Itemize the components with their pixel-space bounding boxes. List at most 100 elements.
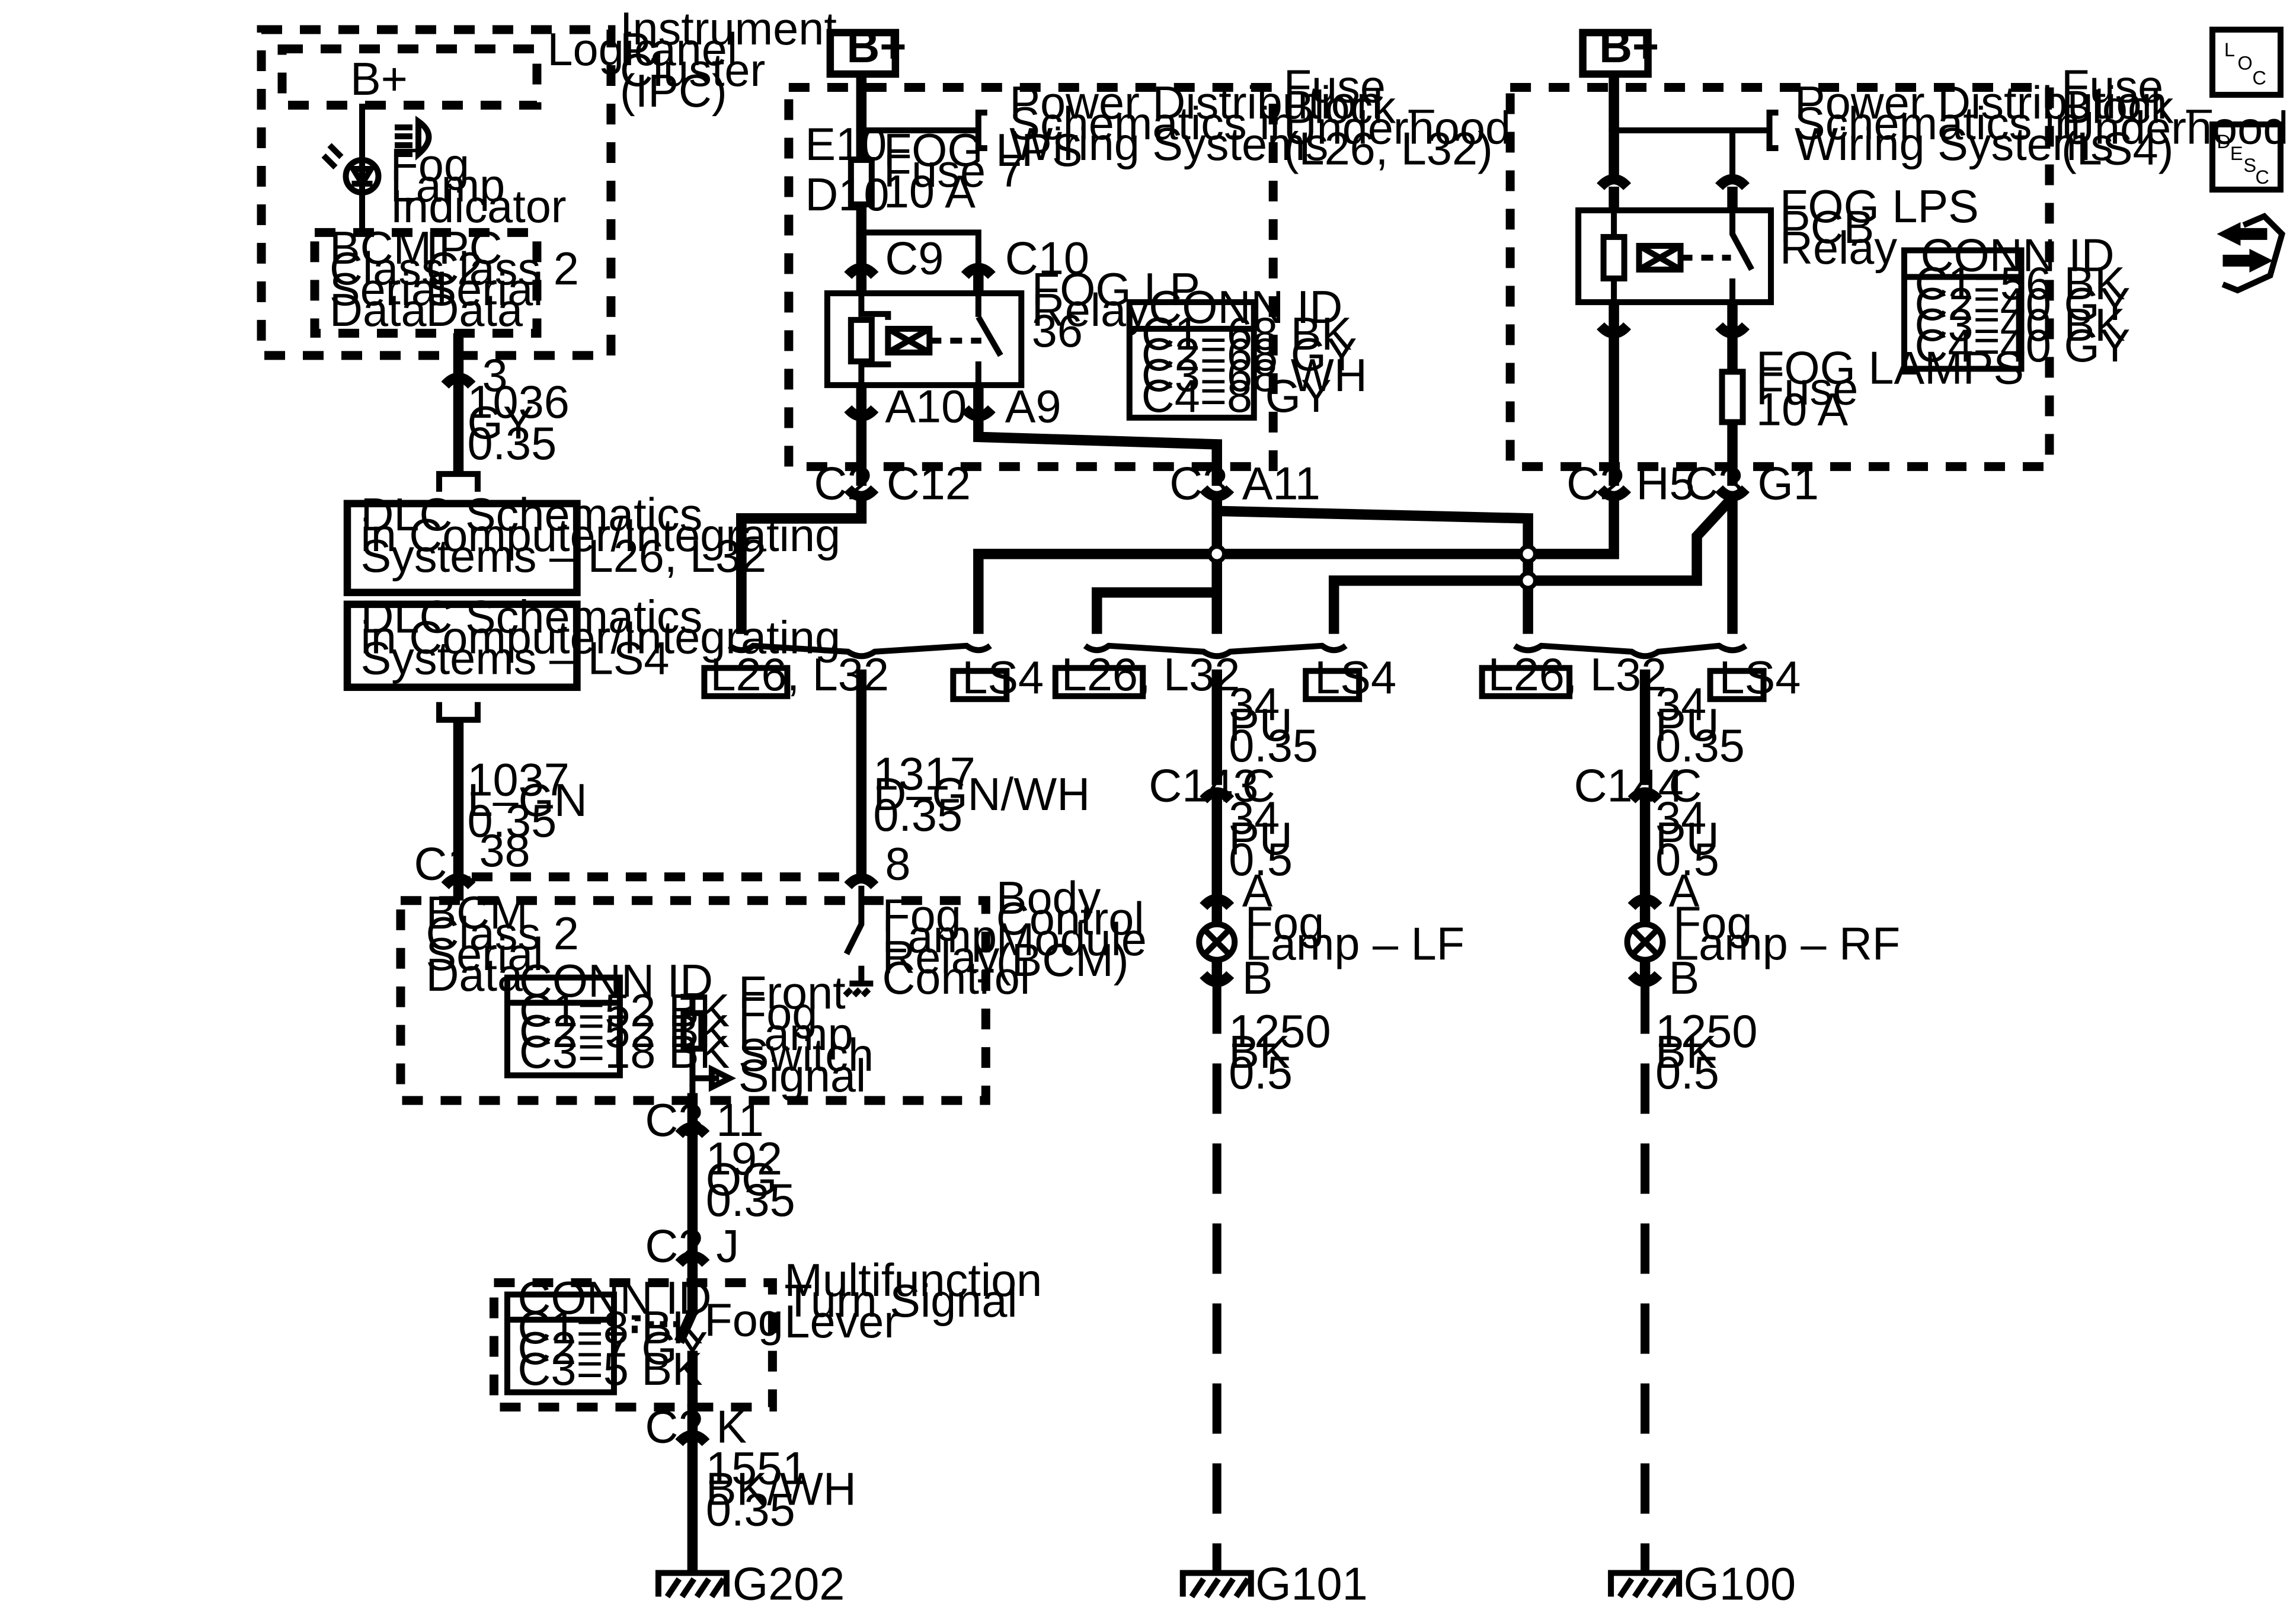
svg-text:Wiring Systems: Wiring Systems xyxy=(1795,119,2113,170)
svg-text:A9: A9 xyxy=(1005,381,1061,432)
conn-id-left: CONN ID C1=68 BK C2=68 GY C3=68 WH C4=8 … xyxy=(1126,282,1367,422)
ipc-module: Instrument Panel Cluster (IPC) Logic B+ … xyxy=(257,4,837,360)
svg-text:S: S xyxy=(2243,155,2256,176)
routing-wires xyxy=(736,494,1738,634)
svg-text:Fuse: Fuse xyxy=(1756,363,1858,414)
svg-text:OG: OG xyxy=(706,1154,778,1205)
led-icon xyxy=(343,156,382,196)
svg-text:B: B xyxy=(1242,953,1273,1004)
svg-text:D–GN/WH: D–GN/WH xyxy=(873,769,1090,820)
battery-right: B+ xyxy=(1579,21,1659,78)
connector-view-icon[interactable] xyxy=(2217,213,2286,294)
svg-text:1551: 1551 xyxy=(706,1443,808,1494)
fog-lps-pcb-relay xyxy=(1575,207,1774,305)
option-split-2: L26, L32 LS4 xyxy=(1052,642,1396,703)
svg-text:PU: PU xyxy=(1655,700,1719,751)
svg-text:Fog: Fog xyxy=(704,1295,784,1346)
svg-text:Fog: Fog xyxy=(1673,898,1753,949)
svg-text:Relay: Relay xyxy=(882,932,999,983)
svg-text:Serial: Serial xyxy=(426,929,543,980)
conn-id-mfsw: CONN ID C1=8 BK C2=7 GY C3=5 BK xyxy=(504,1273,712,1395)
svg-text:(BCM): (BCM) xyxy=(996,935,1129,986)
multifunction-switch: CONN ID C1=8 BK C2=7 GY C3=5 BK Fog xyxy=(489,1259,784,1412)
svg-text:C143: C143 xyxy=(1149,760,1258,811)
svg-text:C3=68 WH: C3=68 WH xyxy=(1141,350,1367,401)
svg-text:38: 38 xyxy=(479,825,530,876)
svg-text:C: C xyxy=(2255,167,2269,188)
svg-text:0.35: 0.35 xyxy=(873,790,962,841)
switch-lever-icon xyxy=(631,1315,678,1333)
svg-text:34: 34 xyxy=(1229,793,1280,844)
svg-text:C4=40 GY: C4=40 GY xyxy=(1915,321,2131,372)
svg-text:B: B xyxy=(1669,953,1700,1004)
svg-text:CONN ID: CONN ID xyxy=(1149,282,1342,333)
dlc-reference-ls4: DLC Schematics in Computer/Integrating S… xyxy=(343,591,840,692)
svg-text:34: 34 xyxy=(1229,679,1280,730)
svg-text:FOG LP: FOG LP xyxy=(1032,264,1200,315)
svg-text:L26, L32: L26, L32 xyxy=(1061,649,1240,700)
svg-text:Power Distribution: Power Distribution xyxy=(1795,78,2167,129)
svg-text:C4=8 GY: C4=8 GY xyxy=(1141,371,1332,422)
svg-text:A: A xyxy=(1669,866,1700,917)
svg-text:C1=68 BK: C1=68 BK xyxy=(1141,309,1352,360)
svg-text:C12: C12 xyxy=(887,458,971,509)
svg-text:C2=7 GY: C2=7 GY xyxy=(517,1323,708,1374)
svg-text:Systems – LS4: Systems – LS4 xyxy=(360,633,669,684)
logic-label: Logic xyxy=(547,24,657,75)
svg-text:Power Distribution: Power Distribution xyxy=(1009,78,1382,129)
svg-text:0.35: 0.35 xyxy=(1229,721,1318,772)
svg-text:J: J xyxy=(716,1221,739,1272)
svg-text:Block –: Block – xyxy=(2061,82,2212,133)
svg-text:Control: Control xyxy=(996,894,1144,945)
svg-text:Lamp – LF: Lamp – LF xyxy=(1245,919,1464,970)
option-split-1: L26, L32 LS4 xyxy=(701,642,1044,703)
svg-text:34: 34 xyxy=(1655,679,1706,730)
svg-text:B+: B+ xyxy=(350,54,408,105)
svg-text:CONN ID: CONN ID xyxy=(1921,230,2115,281)
svg-text:BK/WH: BK/WH xyxy=(706,1464,856,1515)
svg-text:C1=56 BK: C1=56 BK xyxy=(1915,258,2125,309)
loc-button[interactable]: L O C xyxy=(2209,26,2284,98)
svg-text:Fog: Fog xyxy=(882,891,961,942)
ground-icon-g100 xyxy=(1608,1570,1683,1599)
svg-text:C3=18 BK: C3=18 BK xyxy=(519,1027,730,1078)
svg-text:10 A: 10 A xyxy=(884,167,976,217)
ground-icon-g202 xyxy=(655,1570,730,1599)
svg-text:FOG LPS: FOG LPS xyxy=(1780,181,1979,232)
svg-text:10 A: 10 A xyxy=(1756,384,1848,435)
svg-text:C3=5 BK: C3=5 BK xyxy=(517,1344,702,1395)
battery-left: B+ xyxy=(826,21,907,78)
svg-text:0.5: 0.5 xyxy=(1655,834,1719,885)
svg-text:Front: Front xyxy=(738,968,846,1019)
svg-text:Serial: Serial xyxy=(426,264,543,315)
svg-text:34: 34 xyxy=(1655,793,1706,844)
svg-text:1250: 1250 xyxy=(1655,1006,1757,1057)
svg-text:DLC Schematics: DLC Schematics xyxy=(360,591,702,642)
svg-text:Fog: Fog xyxy=(1245,898,1325,949)
svg-text:A10: A10 xyxy=(885,381,967,432)
svg-text:0.5: 0.5 xyxy=(1229,834,1293,885)
desc-button[interactable]: D E S C xyxy=(2209,121,2284,193)
fuse-block-right: Fuse Block – Underhood (LS4) xyxy=(1505,61,2288,471)
svg-text:IPC: IPC xyxy=(426,223,502,274)
svg-text:1317: 1317 xyxy=(873,748,975,799)
conn-id-bcm: CONN ID C1=52 BK C2=52 BK C3=18 BK xyxy=(504,956,730,1078)
svg-text:Body: Body xyxy=(996,873,1101,924)
svg-text:O: O xyxy=(2237,52,2252,73)
svg-text:Turn Signal: Turn Signal xyxy=(784,1276,1017,1327)
svg-text:B+: B+ xyxy=(846,21,906,72)
ipc-title: Instrument xyxy=(620,4,837,55)
svg-text:Multifunction: Multifunction xyxy=(784,1255,1042,1306)
svg-text:G1: G1 xyxy=(1758,458,1819,509)
svg-text:Schematics in: Schematics in xyxy=(1009,98,1295,149)
svg-text:D: D xyxy=(2217,131,2230,152)
svg-text:PU: PU xyxy=(1229,814,1293,865)
svg-text:BK: BK xyxy=(1229,1027,1290,1078)
svg-text:0.35: 0.35 xyxy=(467,418,557,469)
svg-text:Relay: Relay xyxy=(1780,223,1897,274)
fog-lamp-rf-icon xyxy=(1624,921,1666,963)
svg-text:Class 2: Class 2 xyxy=(426,908,578,959)
fog-lp-relay xyxy=(824,290,1025,388)
svg-text:Switch: Switch xyxy=(738,1030,874,1081)
svg-text:(IPC): (IPC) xyxy=(620,66,727,117)
